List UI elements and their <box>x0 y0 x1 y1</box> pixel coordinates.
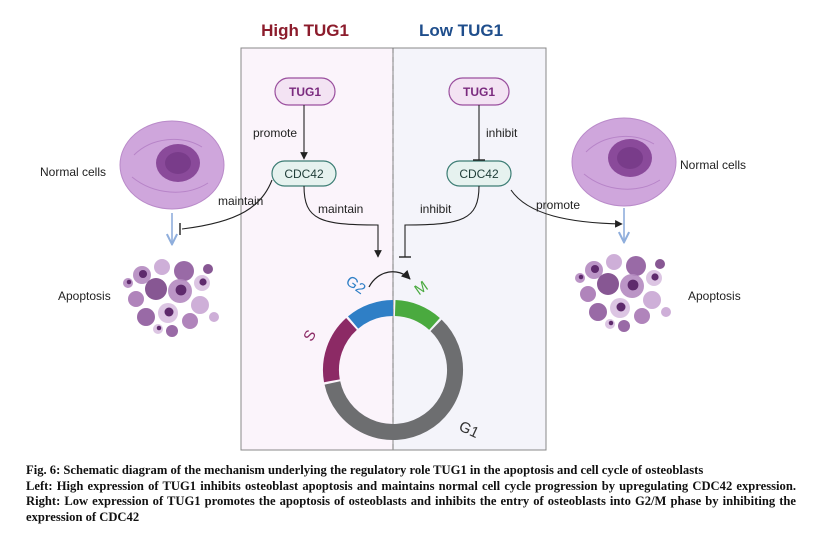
apoptotic-body <box>618 320 630 332</box>
inhibit-label-tug1: inhibit <box>486 126 518 140</box>
apoptotic-body <box>191 296 209 314</box>
caption-body: Left: High expression of TUG1 inhibits o… <box>26 478 796 524</box>
apoptotic-body <box>580 286 596 302</box>
apoptotic-fragment <box>608 320 614 326</box>
apoptotic-body <box>661 307 671 317</box>
tug1-node-left <box>274 77 336 106</box>
tug1-label-right: TUG1 <box>463 85 495 99</box>
caption-title: Fig. 6: Schematic diagram of the mechani… <box>26 463 704 477</box>
apoptotic-fragment <box>175 284 187 296</box>
heading-high-tug1: High TUG1 <box>261 21 349 40</box>
apoptotic-body <box>182 313 198 329</box>
low-tug1-panel <box>392 47 547 451</box>
phase-segment-g1 <box>324 319 464 441</box>
promote-label: promote <box>253 126 297 140</box>
apoptotic-body <box>643 291 661 309</box>
normal-cells-label-left: Normal cells <box>40 165 106 179</box>
apoptotic-body <box>606 254 622 270</box>
maintain-cycle-arrow <box>303 185 382 258</box>
apoptotic-fragment <box>578 274 584 280</box>
apoptotic-body <box>589 303 607 321</box>
high-tug1-panel <box>240 47 395 451</box>
maintain-cells-label: maintain <box>218 194 263 208</box>
phase-label-g1: G1 <box>456 418 481 442</box>
normal-cell-left <box>119 120 225 210</box>
heading-low-tug1: Low TUG1 <box>419 21 503 40</box>
phase-segment-g2 <box>347 299 394 329</box>
apoptotic-body <box>203 264 213 274</box>
tug1-label-left: TUG1 <box>289 85 321 99</box>
apoptotic-fragment <box>164 307 174 317</box>
g2-to-m-arrow <box>368 269 411 288</box>
apoptotic-body <box>145 278 167 300</box>
phase-segment-m <box>394 300 440 331</box>
apoptotic-fragment <box>138 269 148 279</box>
apoptotic-body <box>209 312 219 322</box>
apoptotic-body <box>166 325 178 337</box>
normal-cell-right <box>571 117 677 207</box>
apoptotic-fragment <box>590 264 600 274</box>
promote-apoptosis-label: promote <box>536 198 580 212</box>
apoptotic-fragment <box>616 302 626 312</box>
apoptotic-fragment <box>651 273 659 281</box>
figure-caption: Fig. 6: Schematic diagram of the mechani… <box>26 463 796 525</box>
apoptotic-body <box>154 259 170 275</box>
inhibit-cycle-line <box>404 185 480 257</box>
apoptosis-label-left: Apoptosis <box>58 289 111 303</box>
apoptotic-body <box>626 256 646 276</box>
apoptotic-fragment <box>126 279 132 285</box>
apoptotic-fragment <box>199 278 207 286</box>
apoptotic-body <box>174 261 194 281</box>
apoptosis-label-right: Apoptosis <box>688 289 741 303</box>
apoptotic-body <box>597 273 619 295</box>
apoptotic-fragment <box>156 325 162 331</box>
apoptotic-cell-right <box>575 254 671 332</box>
apoptotic-body <box>634 308 650 324</box>
apoptotic-body <box>128 291 144 307</box>
apoptotic-body <box>655 259 665 269</box>
cdc42-label-left: CDC42 <box>284 167 324 181</box>
apoptotic-body <box>137 308 155 326</box>
inhibit-cycle-label: inhibit <box>420 202 452 216</box>
normal-cells-label-right: Normal cells <box>680 158 746 172</box>
mechanism-diagram: High TUG1 Low TUG1 TUG1 CDC42 TUG1 CDC42… <box>40 21 746 451</box>
maintain-cells-line <box>181 179 273 230</box>
apoptotic-cell-left <box>123 259 219 337</box>
phase-segment-s <box>322 317 358 383</box>
maintain-cycle-label: maintain <box>318 202 363 216</box>
promote-apoptosis-line <box>510 189 623 228</box>
cdc42-label-right: CDC42 <box>459 167 499 181</box>
apoptotic-fragment <box>627 279 639 291</box>
